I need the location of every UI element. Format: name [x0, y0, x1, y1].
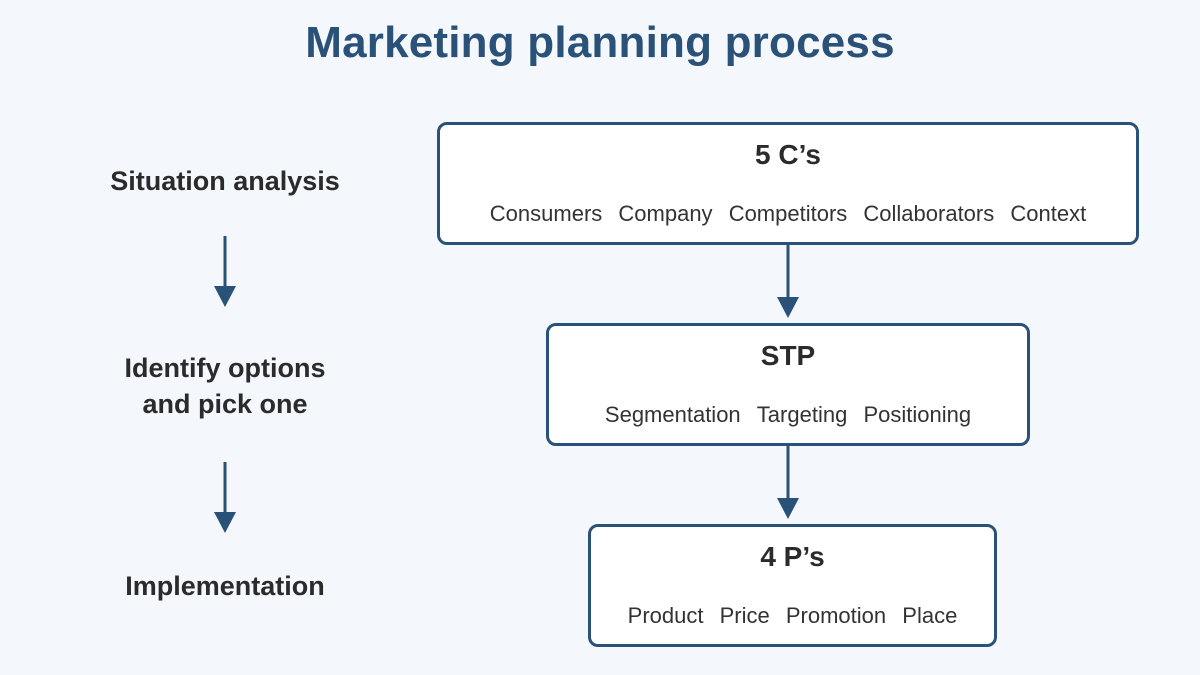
arrow-down-icon [777, 245, 799, 318]
box-items-4ps: Product Price Promotion Place [591, 603, 994, 629]
box-items-5cs: Consumers Company Competitors Collaborat… [440, 201, 1136, 227]
item-company: Company [618, 201, 713, 226]
arrow-down-icon [214, 462, 236, 533]
box-title-4ps: 4 P’s [760, 541, 825, 572]
item-competitors: Competitors [728, 201, 848, 226]
stage-label-implementation: Implementation [125, 571, 325, 601]
item-positioning: Positioning [863, 402, 972, 427]
stage-label-identify-options: Identify options and pick one [124, 353, 326, 419]
box-stp: STP Segmentation Targeting Positioning [546, 323, 1030, 446]
item-place: Place [902, 603, 958, 628]
box-5cs: 5 C’s Consumers Company Competitors Coll… [437, 122, 1139, 245]
arrow-down-icon [214, 236, 236, 307]
item-price: Price [719, 603, 770, 628]
arrow-down-icon [777, 446, 799, 519]
box-items-stp: Segmentation Targeting Positioning [549, 402, 1027, 428]
box-title-stp: STP [760, 340, 816, 371]
item-consumers: Consumers [489, 201, 603, 226]
box-title-5cs: 5 C’s [755, 139, 821, 170]
item-promotion: Promotion [785, 603, 887, 628]
item-segmentation: Segmentation [604, 402, 741, 427]
item-collaborators: Collaborators [863, 201, 995, 226]
item-context: Context [1010, 201, 1087, 226]
stage-label-situation-analysis: Situation analysis [110, 166, 340, 196]
box-4ps: 4 P’s Product Price Promotion Place [588, 524, 997, 647]
item-targeting: Targeting [756, 402, 848, 427]
item-product: Product [627, 603, 704, 628]
page-title: Marketing planning process [305, 18, 895, 67]
